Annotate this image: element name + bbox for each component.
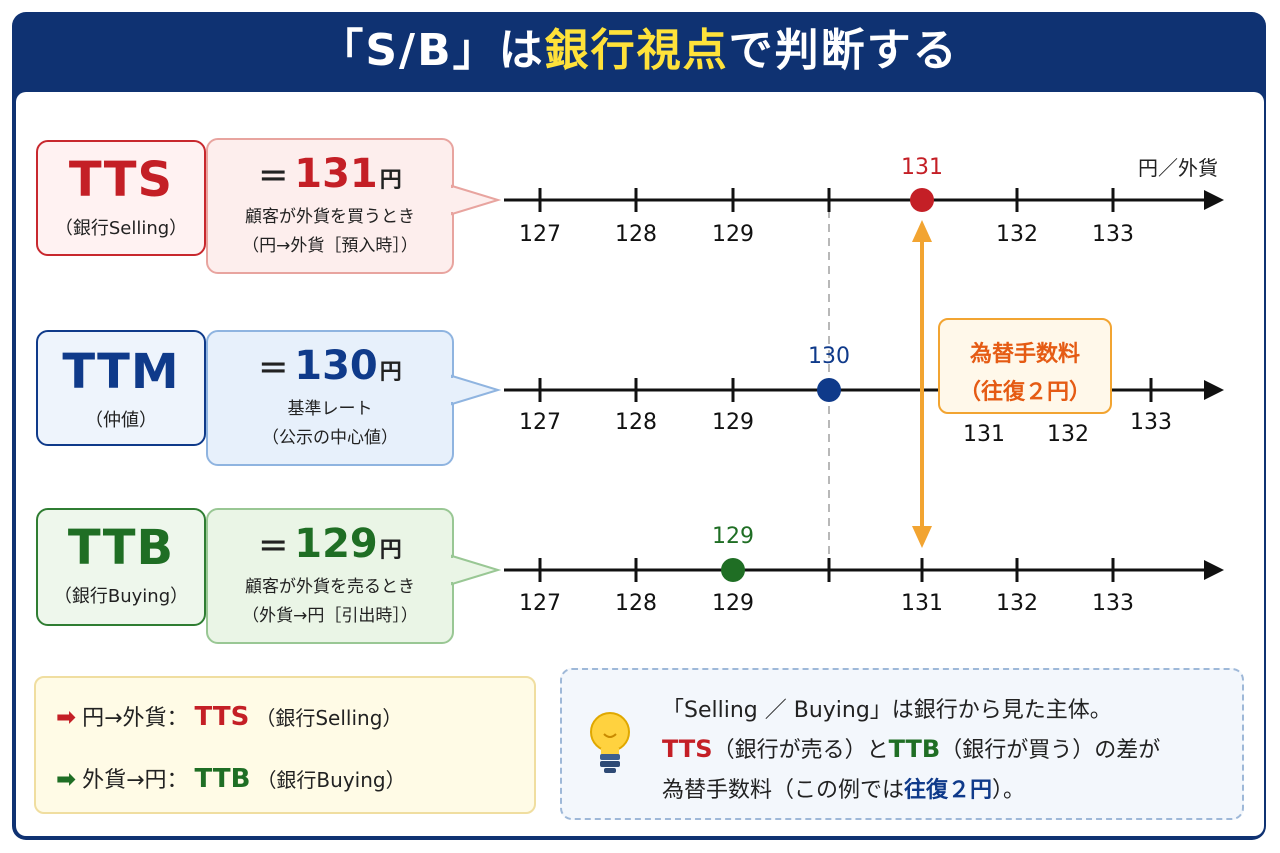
tts-yen: 円 [379,168,402,193]
fee-line-2: （往復２円） [958,380,1091,405]
title-highlight: 銀行視点 [544,25,729,76]
legend-row-tts: ➡円→外貨：TTS（銀行Selling） [56,700,402,732]
ttm-marker-label: 130 [808,344,850,369]
note-line-3-a: 為替手数料（この例では [662,778,905,803]
legend-tts-code: TTS [194,702,250,732]
ttm-code: TTM [62,344,180,400]
ttb-tick-label-129: 129 [712,591,754,616]
ttm-value-bubble: ＝130円 基準レート （公示の中心値） [206,330,454,466]
ttb-equals: ＝ [258,530,289,565]
title-suffix: で判断する [728,25,959,76]
note-line-3-c: ）。 [992,778,1026,803]
note-line-2-b: （銀行が売る）と [712,738,889,763]
ttm-axis-arrowhead [1204,380,1224,400]
legend-ttb-code: TTB [194,764,251,794]
note-line-2: TTS（銀行が売る）とTTB（銀行が買う）の差が [662,732,1160,764]
ttm-yen: 円 [379,360,402,385]
note-line-1: 「Selling ／ Buying」は銀行から見た主体。 [662,698,1112,723]
right-arrow-icon: ➡ [56,765,77,793]
right-arrow-icon: ➡ [56,703,77,731]
note-tts: TTS [662,735,713,763]
legend-row-ttb: ➡外貨→円：TTB（銀行Buying） [56,762,406,794]
ttm-subtitle: （仲値） [85,410,157,431]
title-prefix: 「S/B」は [319,25,545,76]
ttb-tick-label-133: 133 [1092,591,1134,616]
ttm-tick-label-133: 133 [1130,410,1172,435]
ttb-code: TTB [67,520,175,576]
ttm-tick-label-132: 132 [1047,422,1089,447]
ttm-value: 130 [294,343,378,389]
legend-ttb-text: 外貨→円： [82,768,189,793]
ttb-marker-label: 129 [712,524,754,549]
ttm-equals: ＝ [258,352,289,387]
ttb-tick-label-128: 128 [615,591,657,616]
ttb-tick-label-127: 127 [519,591,561,616]
ttm-value-line: ＝130円 [208,346,452,386]
fee-callout: 為替手数料 （往復２円） [938,318,1112,414]
page-title: 「S/B」は銀行視点で判断する [12,12,1266,90]
tts-equals: ＝ [258,160,289,195]
ttm-desc-1: 基準レート [287,399,373,419]
ttb-value: 129 [294,521,378,567]
ttb-tick-label-132: 132 [996,591,1038,616]
legend-tts-sub: （銀行Selling） [255,706,403,730]
ttb-subtitle: （銀行Buying） [53,586,189,607]
ttb-value-line: ＝129円 [208,524,452,564]
ttb-marker [721,558,745,582]
tts-axis-arrowhead [1204,190,1224,210]
legend-tts-text: 円→外貨： [82,706,189,731]
tts-value-bubble: ＝131円 顧客が外貨を買うとき （円→外貨［預入時］） [206,138,454,274]
ttm-tick-label-129: 129 [712,410,754,435]
lightbulb-icon [590,712,630,773]
ttm-tick-label-128: 128 [615,410,657,435]
tts-bubble-tail [451,184,502,216]
tts-value-line: ＝131円 [208,154,452,194]
tts-label-box: TTS （銀行Selling） [36,140,206,256]
ttm-ticks [538,378,1153,402]
note-line-3: 為替手数料（この例では往復２円）。 [662,772,1025,804]
ttm-tick-label-131: 131 [963,422,1005,447]
note-line-2-d: （銀行が買う）の差が [940,738,1161,763]
fee-arrow-down-head [912,526,932,548]
ttm-bubble-tail [451,374,502,406]
fee-arrow-up-head [912,220,932,242]
ttb-yen: 円 [379,538,402,563]
tts-tick-label-132: 132 [996,222,1038,247]
ttm-desc-2: （公示の中心値） [262,428,398,448]
tts-marker-label: 131 [901,155,943,180]
tts-tick-label-129: 129 [712,222,754,247]
ttb-ticks [538,558,1115,582]
note-box: 「Selling ／ Buying」は銀行から見た主体。 TTS（銀行が売る）と… [560,668,1244,820]
tts-tick-label-128: 128 [615,222,657,247]
tts-desc-1: 顧客が外貨を買うとき [245,207,415,227]
tts-marker [910,188,934,212]
ttb-value-bubble: ＝129円 顧客が外貨を売るとき （外貨→円［引出時］） [206,508,454,644]
note-ttb: TTB [888,735,941,763]
tts-tick-label-127: 127 [519,222,561,247]
tts-tick-label-133: 133 [1092,222,1134,247]
ttb-label-box: TTB （銀行Buying） [36,508,206,626]
tts-value: 131 [294,151,378,197]
ttb-bubble-tail [451,554,502,586]
ttm-marker [817,378,841,402]
unit-label: 円／外貨 [1138,156,1218,180]
ttb-tick-label-131: 131 [901,591,943,616]
tts-desc-2: （円→外貨［預入時］） [242,236,418,256]
tts-subtitle: （銀行Selling） [54,218,188,239]
ttb-desc-2: （外貨→円［引出時］） [242,606,418,626]
fee-line-1: 為替手数料 [969,342,1080,367]
tts-code: TTS [68,152,174,208]
ttm-tick-label-127: 127 [519,410,561,435]
ttb-axis-arrowhead [1204,560,1224,580]
tts-ticks [538,188,1115,212]
legend-box: ➡円→外貨：TTS（銀行Selling） ➡外貨→円：TTB（銀行Buying） [34,676,536,814]
note-round-trip: 往復２円 [904,778,993,803]
legend-ttb-sub: （銀行Buying） [256,768,406,792]
ttm-label-box: TTM （仲値） [36,330,206,446]
ttb-desc-1: 顧客が外貨を売るとき [245,577,415,597]
